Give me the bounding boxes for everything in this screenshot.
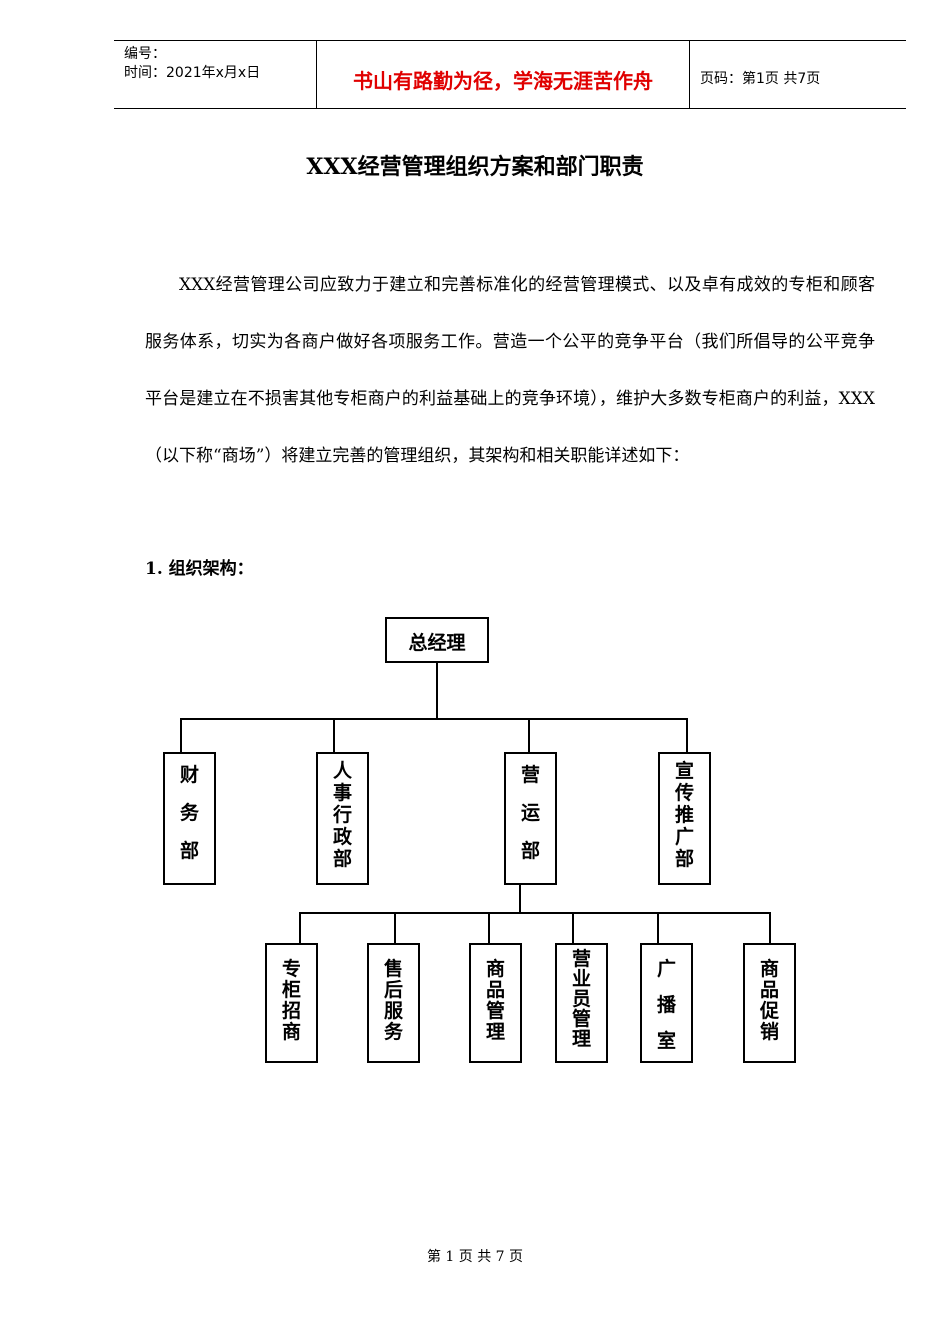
org-unit-label: 售后服务 — [383, 958, 403, 1043]
document-title: XXX经营管理组织方案和部门职责 — [306, 154, 644, 180]
org-box-root: 总经理 — [385, 617, 489, 663]
connector-dept-bar — [180, 718, 688, 720]
connector-dept-3 — [528, 718, 530, 753]
connector-dept-1 — [180, 718, 182, 753]
connector-dept-2 — [333, 718, 335, 753]
connector-unit-3 — [488, 912, 490, 945]
header-page-cell: 页码：第1页 共7页 — [690, 41, 906, 108]
org-box-unit-merchandise: 商品管理 — [469, 943, 522, 1063]
org-box-dept-promotion: 宣传推广部 — [658, 752, 711, 885]
intro-paragraph: XXX经营管理公司应致力于建立和完善标准化的经营管理模式、以及卓有成效的专柜和顾… — [145, 257, 875, 485]
org-unit-label: 专柜招商 — [281, 958, 301, 1043]
time-label: 时间：2021年x月x日 — [124, 65, 261, 81]
org-dept-label: 宣传推广部 — [674, 760, 694, 870]
org-box-unit-counter-leasing: 专柜招商 — [265, 943, 318, 1063]
section-heading-org: 1. 组织架构： — [145, 559, 254, 579]
org-root-label: 总经理 — [408, 632, 466, 654]
org-box-dept-operations: 营运部 — [504, 752, 557, 885]
connector-unit-4 — [572, 912, 574, 945]
intro-text: XXX经营管理公司应致力于建立和完善标准化的经营管理模式、以及卓有成效的专柜和顾… — [145, 275, 875, 466]
page-footer: 第 1 页 共 7 页 — [426, 1249, 524, 1265]
connector-root — [436, 662, 438, 720]
org-box-dept-hr: 人事行政部 — [316, 752, 369, 885]
org-box-dept-finance: 财务部 — [163, 752, 216, 885]
header-motto-cell: 书山有路勤为径，学海无涯苦作舟 — [317, 41, 690, 108]
org-dept-label: 营运部 — [520, 764, 540, 862]
org-unit-label: 广播室 — [656, 958, 676, 1052]
connector-unit-1 — [299, 912, 301, 945]
connector-ops — [519, 883, 521, 914]
org-dept-label: 财务部 — [179, 764, 199, 862]
connector-dept-4 — [686, 718, 688, 753]
org-unit-label: 商品促销 — [759, 958, 779, 1043]
org-dept-label: 人事行政部 — [332, 760, 352, 870]
connector-unit-2 — [394, 912, 396, 945]
number-label: 编号： — [124, 46, 166, 62]
connector-unit-6 — [769, 912, 771, 945]
org-box-unit-after-sales: 售后服务 — [367, 943, 420, 1063]
org-unit-label: 商品管理 — [485, 958, 505, 1043]
page-header: 编号： 时间：2021年x月x日 书山有路勤为径，学海无涯苦作舟 页码：第1页 … — [114, 40, 906, 109]
page-info: 页码：第1页 共7页 — [700, 71, 821, 87]
org-box-unit-promotion: 商品促销 — [743, 943, 796, 1063]
org-box-unit-broadcast: 广播室 — [640, 943, 693, 1063]
org-unit-label: 营业员管理 — [571, 948, 591, 1050]
motto-text: 书山有路勤为径，学海无涯苦作舟 — [353, 69, 653, 93]
connector-unit-bar — [299, 912, 771, 914]
connector-unit-5 — [657, 912, 659, 945]
org-box-unit-staff: 营业员管理 — [555, 943, 608, 1063]
header-meta-cell: 编号： 时间：2021年x月x日 — [114, 41, 317, 108]
